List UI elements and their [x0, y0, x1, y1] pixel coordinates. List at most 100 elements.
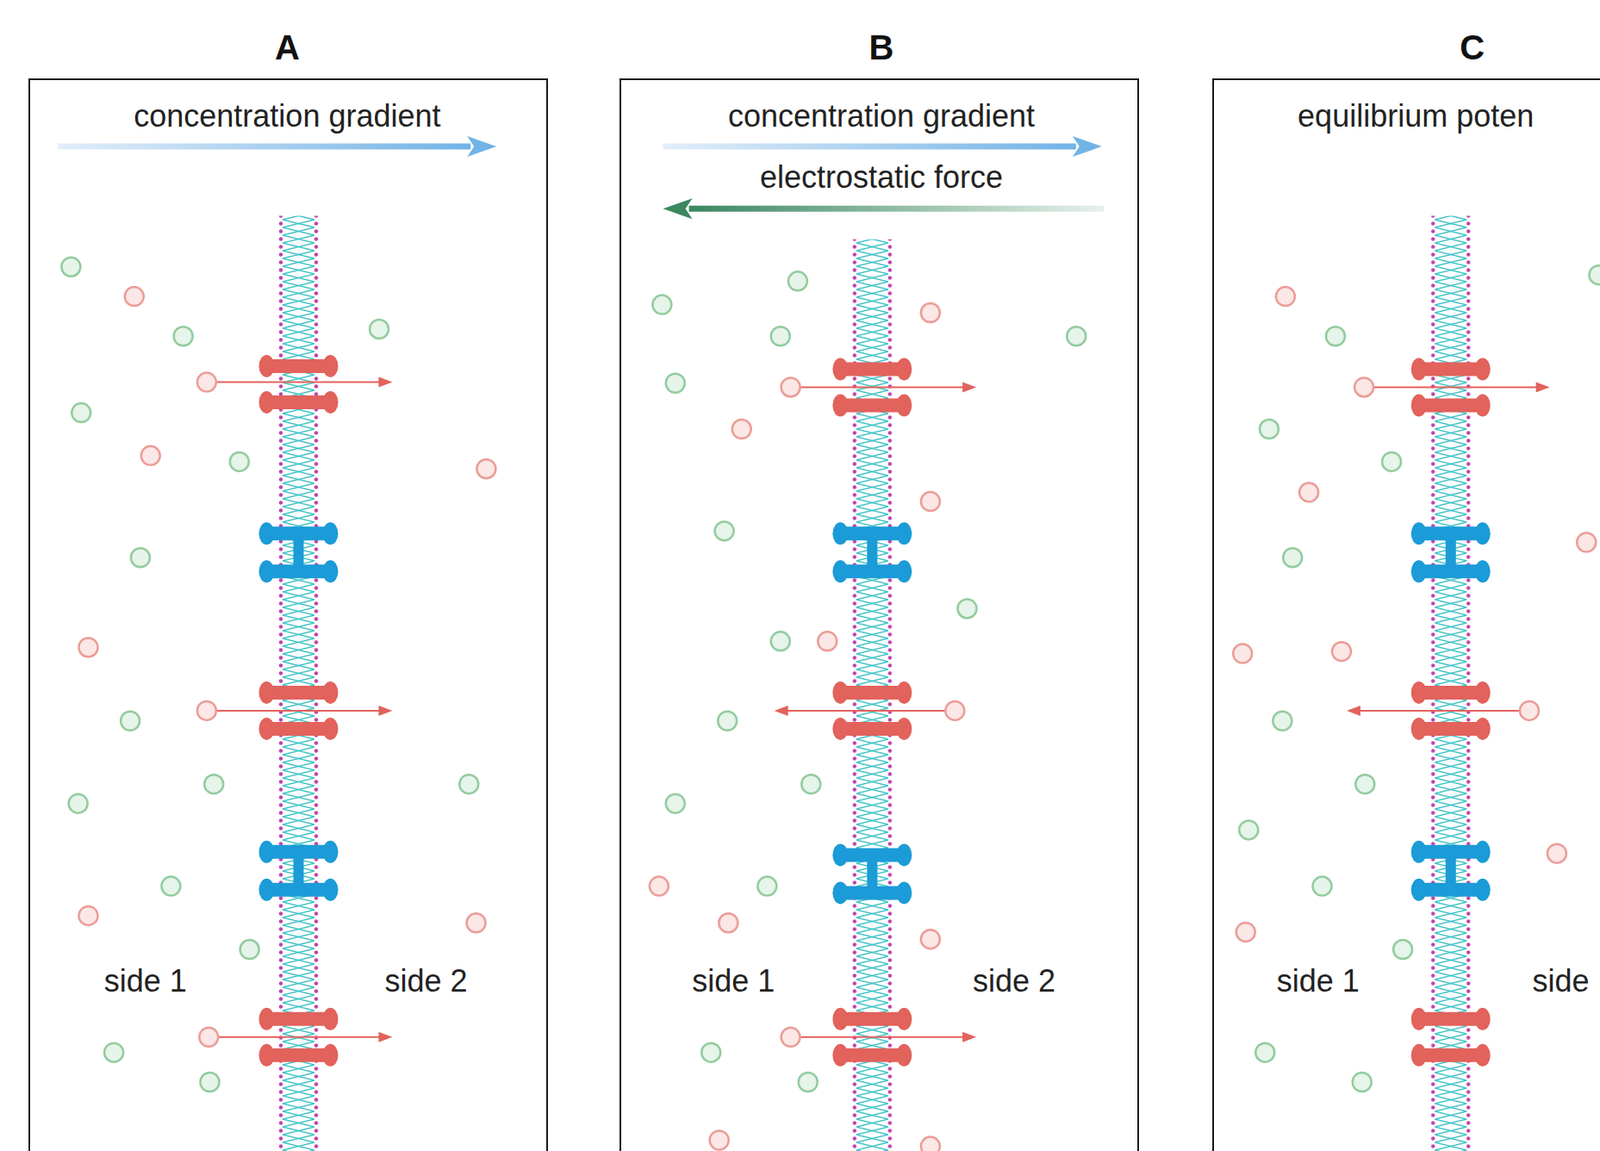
red-ion	[921, 929, 941, 949]
ions	[649, 271, 1086, 1151]
side-label: side 1	[691, 965, 775, 997]
green-ion	[666, 373, 685, 393]
red-ion	[1232, 644, 1252, 664]
red-ion	[921, 303, 941, 323]
channel-part	[896, 560, 912, 583]
red-ion	[124, 286, 144, 306]
green-ion	[801, 774, 821, 794]
gradient-arrow	[663, 143, 1077, 150]
ion-flow-arrow	[800, 1036, 967, 1039]
channel-part	[322, 522, 338, 545]
arrow-head	[378, 1032, 393, 1043]
channel-part	[896, 393, 912, 417]
channel-part	[1411, 1008, 1427, 1031]
green-ion	[717, 711, 737, 731]
channel-part	[1475, 1044, 1491, 1067]
green-ion	[652, 295, 672, 315]
panel: Cequilibrium potenside 1side	[1212, 78, 1600, 1151]
arrow-head	[962, 1032, 977, 1043]
channel-part	[832, 1044, 848, 1067]
lipid-bilayer	[278, 216, 319, 1151]
channel-part	[1411, 681, 1427, 704]
channel-part	[258, 560, 274, 583]
green-ion	[1272, 711, 1292, 731]
red-ion	[817, 631, 837, 651]
channel-part	[322, 1044, 338, 1067]
channel-part	[832, 881, 848, 904]
channel-part	[322, 354, 338, 378]
channel-part	[832, 560, 848, 583]
channel-part	[832, 681, 848, 704]
arrow-head	[663, 198, 693, 219]
green-ion	[240, 940, 260, 959]
channel-part	[258, 840, 274, 864]
ion-flow-arrow	[1373, 385, 1540, 388]
green-ion	[666, 794, 685, 814]
green-ion	[104, 1043, 124, 1063]
channel-part	[1475, 393, 1491, 417]
channel-part	[832, 843, 848, 866]
green-ion	[957, 598, 977, 618]
green-ion	[1066, 326, 1086, 346]
green-ion	[71, 403, 91, 423]
red-ion	[718, 913, 738, 933]
green-ion	[1259, 419, 1279, 439]
panel: Bconcentration gradientelectrostatic for…	[619, 78, 1140, 1151]
channel-part	[832, 717, 848, 741]
channel-part	[896, 357, 912, 380]
green-ion	[1238, 820, 1258, 840]
red-ion	[781, 1027, 801, 1047]
green-ion	[459, 774, 479, 794]
channel-gate	[1445, 852, 1457, 891]
channel-part	[322, 560, 338, 583]
panel-letter: B	[869, 30, 895, 65]
ion-flow-arrow	[216, 709, 383, 712]
green-ion	[120, 711, 140, 731]
red-ion	[1236, 922, 1256, 942]
red-ion	[1332, 641, 1351, 661]
arrow-head	[962, 381, 977, 393]
red-ion	[1519, 701, 1539, 721]
side-label: side 2	[384, 965, 467, 997]
red-ion	[1299, 482, 1319, 502]
channel-part	[322, 878, 338, 902]
green-ion	[1393, 940, 1413, 959]
channel-part	[1411, 393, 1427, 417]
panel-letter: A	[274, 30, 300, 65]
channel-part	[1411, 560, 1427, 583]
channel-part	[1475, 1008, 1491, 1031]
arrow-head	[378, 377, 393, 388]
channel-part	[896, 843, 912, 866]
panel-letter: C	[1459, 30, 1485, 65]
green-ion	[1588, 265, 1600, 285]
channel-part	[1475, 840, 1491, 864]
channel-part	[322, 1008, 338, 1031]
green-ion	[68, 794, 88, 814]
side-label: side	[1532, 965, 1590, 997]
ions	[1232, 265, 1600, 1092]
side-label: side 1	[1276, 965, 1360, 997]
channel-gate	[292, 533, 304, 572]
channel-part	[1411, 878, 1427, 902]
side-label: side 1	[104, 965, 187, 997]
channel-part	[896, 522, 912, 545]
force-label: concentration gradient	[728, 100, 1035, 132]
channel-gate	[292, 852, 304, 891]
green-ion	[715, 521, 735, 541]
green-ion	[1282, 547, 1302, 567]
force-label: concentration gradient	[133, 100, 441, 132]
state-label: equilibrium poten	[1297, 100, 1534, 132]
channel-part	[258, 354, 274, 378]
channel-part	[1475, 717, 1491, 741]
ion-flow-arrow	[1357, 709, 1520, 712]
green-ion	[771, 326, 791, 346]
green-ion	[1255, 1043, 1275, 1063]
channel-part	[832, 357, 848, 380]
green-ion	[204, 774, 224, 794]
green-ion	[174, 326, 193, 346]
arrow-head	[774, 705, 789, 716]
red-ion	[1547, 844, 1567, 864]
channel-gate	[866, 854, 878, 893]
green-ion	[199, 1072, 219, 1092]
arrow-head	[1072, 136, 1102, 157]
